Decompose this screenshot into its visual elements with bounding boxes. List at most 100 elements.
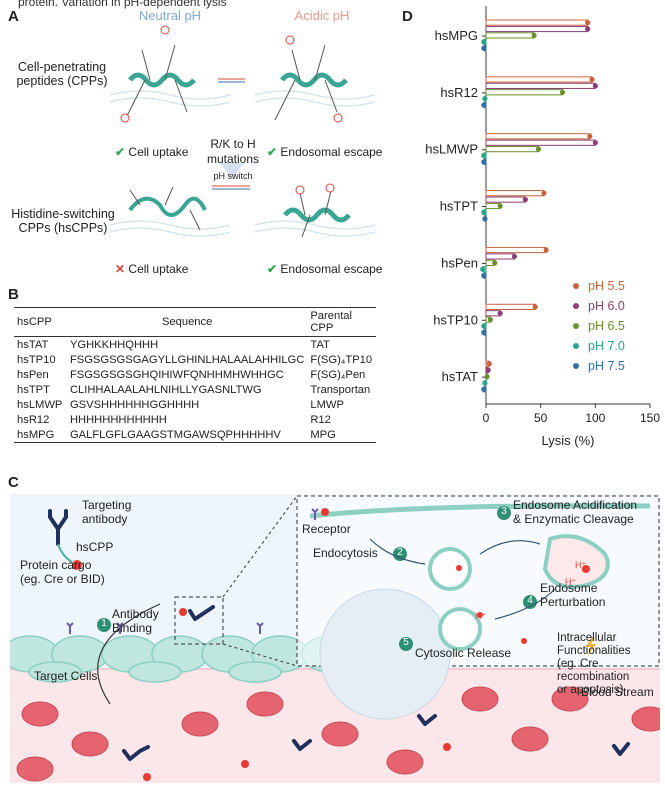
target-cells-label: Target Cells xyxy=(34,669,98,683)
check-icon: ✔ xyxy=(267,145,278,159)
bar xyxy=(485,19,589,26)
cpp-title-line1: Cell-penetrating xyxy=(17,60,107,74)
intra-line1: Intracellular xyxy=(557,632,617,644)
intra-line2: Functionalities xyxy=(557,645,631,657)
cpp-name-cell: hsTPT xyxy=(17,383,50,396)
step-1-label: Antibody Binding xyxy=(112,607,159,635)
data-point xyxy=(559,89,566,95)
hplus-label-1: H⁺ xyxy=(565,577,577,587)
x-tick-label: 50 xyxy=(534,411,548,425)
category-label: hsPen xyxy=(441,255,478,270)
col-hscpp: hsCPP xyxy=(14,307,67,337)
step-3-label: Endosome Acidification & Enzymatic Cleav… xyxy=(513,498,637,526)
mutation-label: R/K to H mutations xyxy=(198,137,268,167)
cpp-name-cell: hsMPG xyxy=(14,427,67,443)
bar xyxy=(485,89,564,96)
parental-cpp-cell: R12 xyxy=(310,413,331,426)
step-4-label: Endosome Perturbation xyxy=(540,581,605,609)
legend-label: pH 6.5 xyxy=(588,319,625,333)
data-point xyxy=(589,76,595,83)
legend-label: pH 7.5 xyxy=(588,359,625,373)
category-label: hsTAT xyxy=(442,369,478,384)
check-icon: ✔ xyxy=(115,145,126,159)
blood-stream-label: Blood Stream xyxy=(581,685,654,699)
data-point xyxy=(482,216,488,222)
bar xyxy=(485,253,515,260)
cross-icon: ✕ xyxy=(115,262,126,276)
x-tick-label: 0 xyxy=(483,411,490,425)
data-point xyxy=(531,32,537,39)
endosome-1 xyxy=(428,547,472,591)
data-point xyxy=(481,45,487,51)
data-point xyxy=(481,39,487,45)
mutation-line1: R/K to H xyxy=(210,137,256,151)
data-point xyxy=(487,317,493,323)
legend-marker xyxy=(573,343,579,349)
bar xyxy=(485,25,589,33)
step-3-number: 3 xyxy=(501,506,507,517)
cpp-name-cell: hsTP10 xyxy=(17,353,56,366)
data-point xyxy=(511,253,518,260)
data-point xyxy=(497,203,503,209)
targeting-antibody-label: Targeting antibody xyxy=(82,498,131,526)
sequence-cell: FSGSGSGSGAGYLLGHINLHALAALAHHILGC xyxy=(69,353,305,366)
hplus-label-2: H⁺ xyxy=(575,560,587,570)
antibodies xyxy=(48,509,630,761)
hscpp-title-line2: CPPs (hsCPPs) xyxy=(18,221,108,235)
parental-cpp-cell: LMWP xyxy=(310,398,344,411)
data-point xyxy=(485,367,491,373)
intra-line4: or apoptosis) xyxy=(557,684,624,696)
panel-label-b: B xyxy=(8,286,19,303)
targeting-line1: Targeting xyxy=(82,498,132,512)
legend-label: pH 6.0 xyxy=(588,299,625,313)
data-point xyxy=(481,386,487,392)
data-point xyxy=(587,133,593,139)
table-header-row: hsCPP Sequence Parental CPP xyxy=(14,307,376,337)
legend-label: pH 5.5 xyxy=(588,279,625,293)
endosome-acidic xyxy=(542,534,610,589)
bar xyxy=(485,146,539,153)
receptors xyxy=(66,508,319,634)
panel-label-c: C xyxy=(8,474,19,491)
mutation-down-arrow xyxy=(220,163,244,179)
panel-label-d: D xyxy=(402,8,413,25)
intra-line3: (eg. Cre recombination xyxy=(557,658,630,683)
x-tick-label: 150 xyxy=(640,411,660,425)
cpp-helix-acidic xyxy=(274,35,348,123)
cell-membrane xyxy=(309,503,651,519)
hscpp-label: hsCPP xyxy=(76,540,114,554)
data-point xyxy=(592,83,598,89)
data-point xyxy=(484,373,490,380)
neutral-ph-label: Neutral pH xyxy=(138,8,202,23)
cpp-title-line2: peptides (CPPs) xyxy=(16,74,108,88)
data-point xyxy=(541,190,547,196)
panel-label-a: A xyxy=(8,8,19,25)
bar xyxy=(485,190,545,197)
endo-escape-positive: ✔ Endosomal escape xyxy=(267,145,382,159)
bar xyxy=(485,196,526,203)
hscpp-helix-acidic xyxy=(283,183,351,238)
step-markers xyxy=(97,506,537,651)
step-5-number: 5 xyxy=(403,637,409,648)
category-label: hsMPG xyxy=(435,28,478,43)
hscpp-linker xyxy=(57,543,73,563)
data-point xyxy=(585,26,591,32)
receptor-label: Receptor xyxy=(302,522,351,536)
cpp-name-cell: hsLMWP xyxy=(17,398,63,411)
acidic-ph-label: Acidic pH xyxy=(294,8,350,23)
equilibrium-arrow-top xyxy=(218,78,245,83)
nucleus xyxy=(319,588,451,720)
panel-a-illustration xyxy=(109,25,376,238)
category-label: hsR12 xyxy=(440,85,478,100)
ph-switch-arrow xyxy=(212,185,250,190)
check-icon: ✔ xyxy=(267,262,278,276)
bar xyxy=(485,246,547,254)
sequence-cell: FSGSGSGSGHQIHIWFQNHHMHWHHGC xyxy=(69,368,284,381)
step-2-label: Endocytosis xyxy=(313,546,378,560)
targeting-line2: antibody xyxy=(82,512,128,526)
zoom-box-small xyxy=(174,596,224,645)
